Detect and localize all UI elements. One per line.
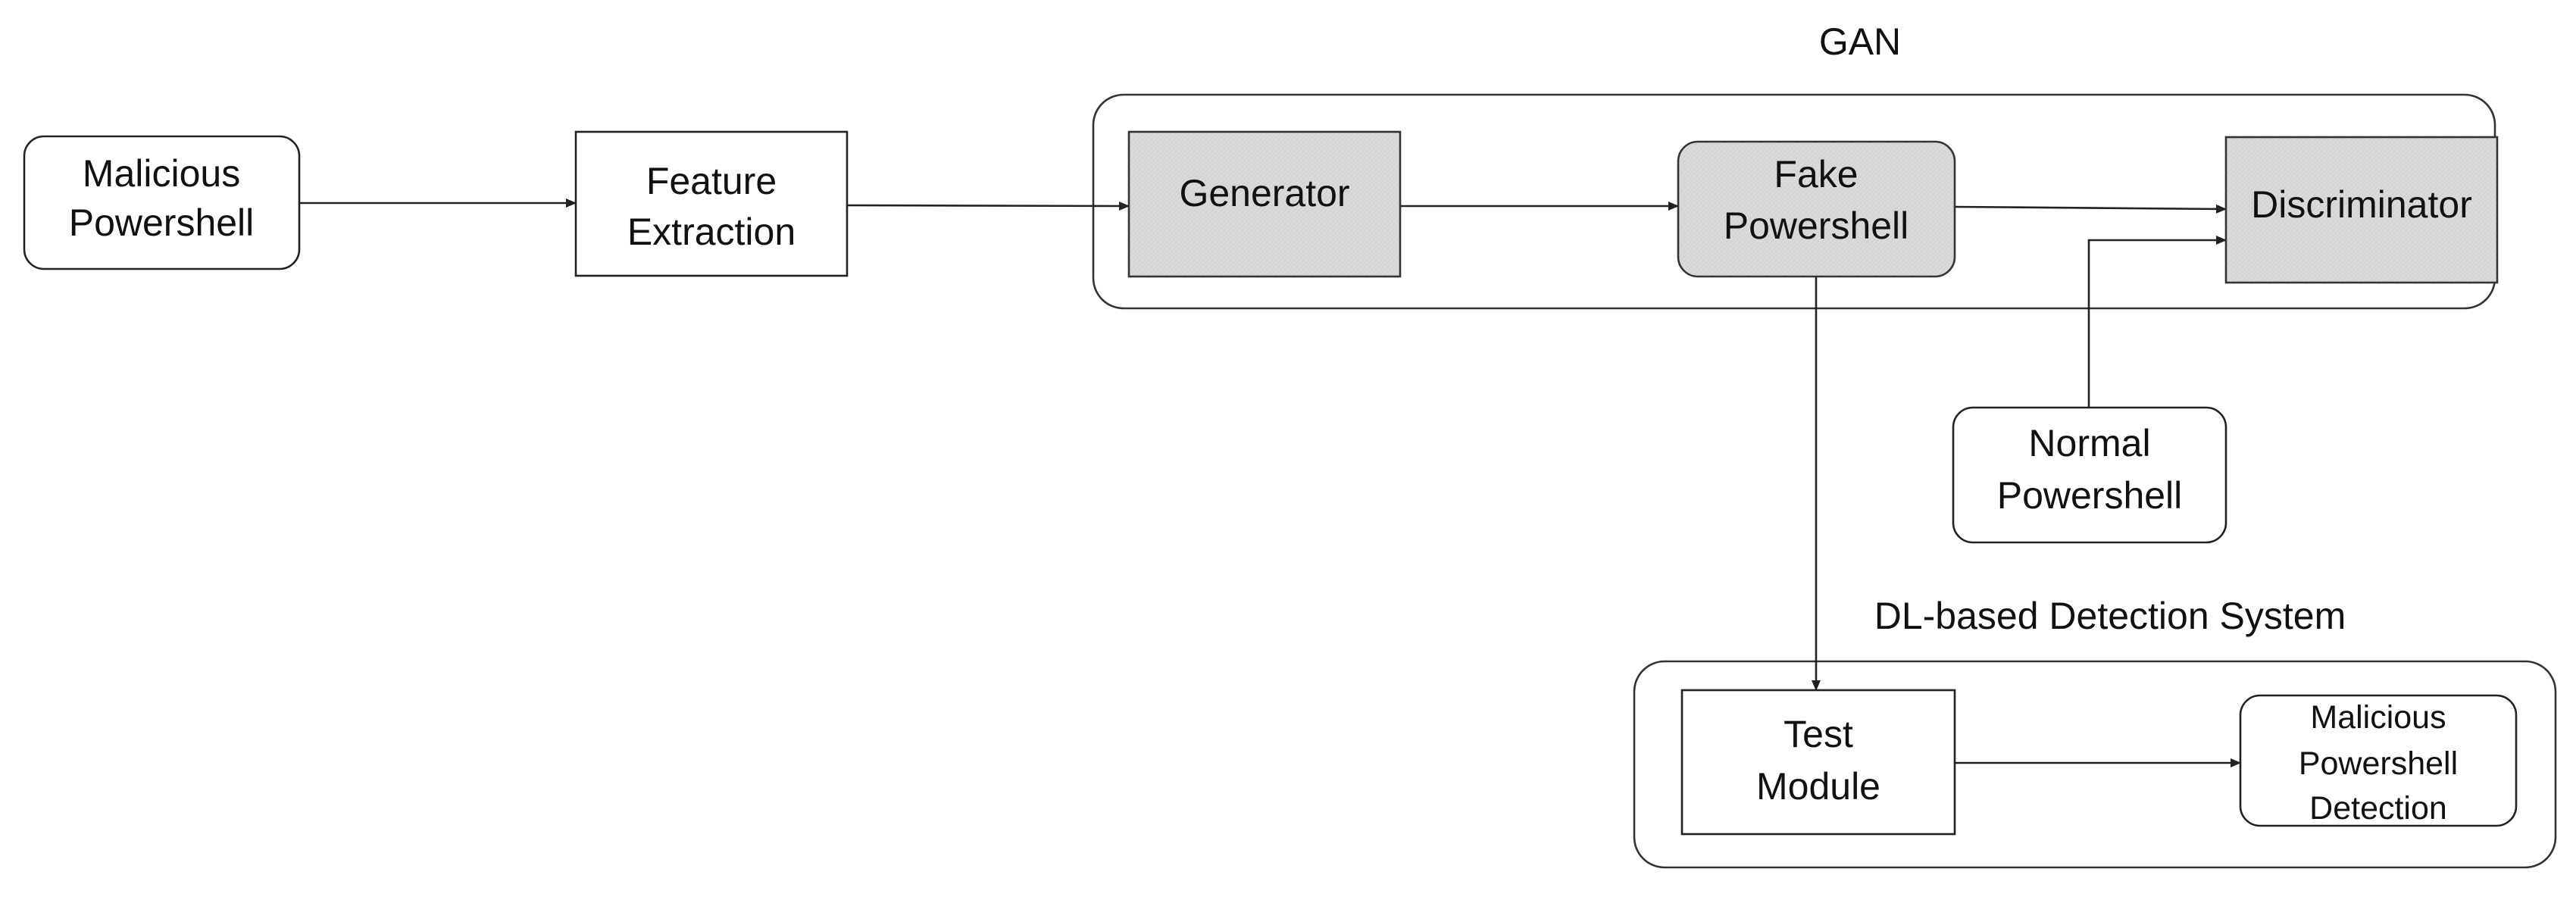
edge-feature-to-generator (846, 201, 1130, 211)
edge-normal-to-discriminator (2087, 236, 2227, 408)
node-label-line: Discriminator (2251, 183, 2472, 226)
node-label-line: Extraction (627, 211, 796, 253)
node-label-line: Fake (1774, 153, 1858, 195)
gan-group-title: GAN (1819, 20, 1901, 63)
node-label-line: Feature (646, 160, 777, 202)
node-label-line: Powershell (69, 202, 255, 244)
node-malicious-powershell-detection: Malicious Powershell Detection (2239, 694, 2518, 827)
detection-group-title: DL-based Detection System (1874, 595, 2346, 637)
node-test-module: Test Module (1680, 689, 1956, 836)
node-fake-powershell: Fake Powershell (1677, 140, 1956, 278)
node-label-line: Test (1784, 713, 1853, 755)
edges (299, 198, 2241, 767)
node-generator: Generator (1127, 130, 1402, 278)
node-normal-powershell: Normal Powershell (1952, 406, 2227, 544)
node-label-line: Powershell (1997, 474, 2183, 517)
edge-fake-to-discriminator (1954, 204, 2227, 214)
node-malicious-powershell: Malicious Powershell (23, 135, 301, 270)
node-label-line: Module (1756, 765, 1880, 808)
node-label-line: Detection (2309, 790, 2447, 827)
node-label-line: Powershell (1724, 205, 1909, 247)
node-label-line: Powershell (2299, 745, 2458, 782)
node-label-line: Malicious (83, 152, 240, 195)
detection-group-container (1633, 660, 2557, 869)
node-discriminator: Discriminator (2224, 136, 2499, 284)
node-label-line: Generator (1179, 172, 1349, 214)
node-feature-extraction: Feature Extraction (574, 130, 849, 277)
node-label-line: Malicious (2310, 699, 2446, 736)
node-label-line: Normal (2028, 422, 2150, 464)
